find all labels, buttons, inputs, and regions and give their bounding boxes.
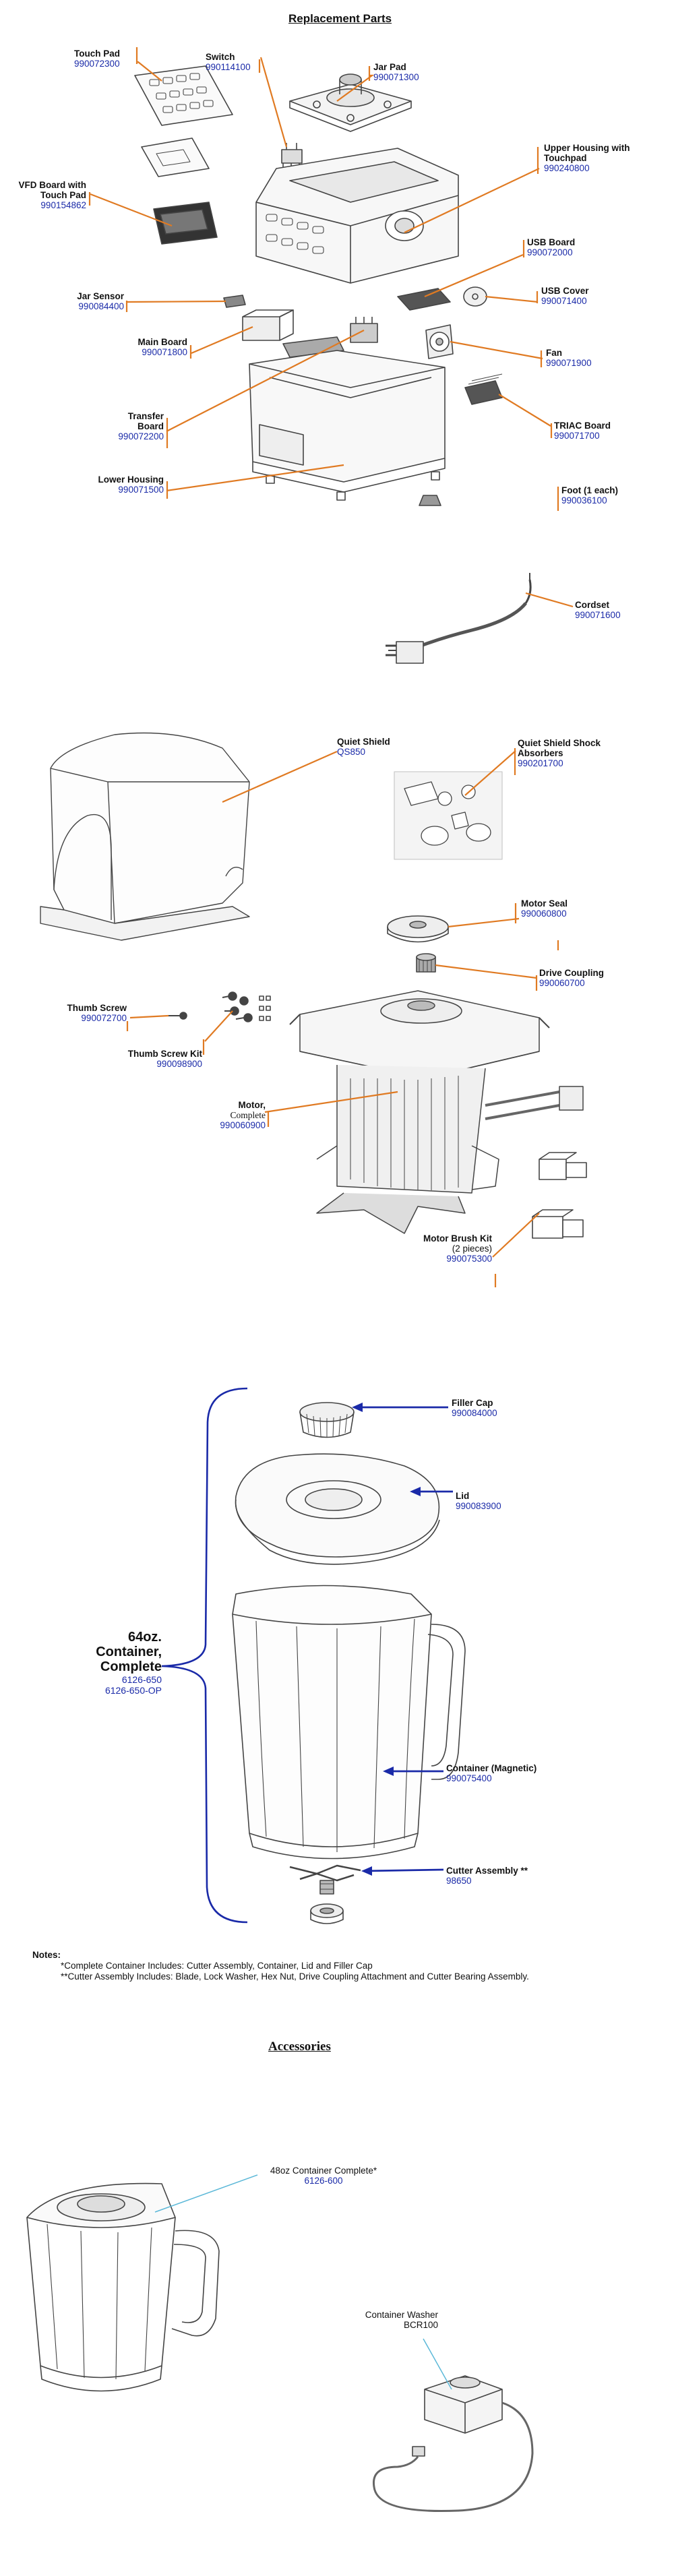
lid-drawing bbox=[235, 1453, 440, 1565]
touch-pad-drawing bbox=[134, 65, 233, 177]
transfer-board-drawing bbox=[350, 317, 378, 343]
notes: Notes: *Complete Container Includes: Cut… bbox=[32, 1950, 639, 1982]
vfd-board-drawing bbox=[153, 202, 218, 245]
cutter-assembly-drawing bbox=[289, 1864, 361, 1924]
accessories-title: Accessories bbox=[268, 2040, 331, 2054]
motor-seal-drawing bbox=[387, 915, 449, 943]
quiet-shield-drawing bbox=[40, 732, 250, 941]
usb-board-drawing bbox=[397, 288, 451, 311]
thumb-screw-kit-drawing bbox=[222, 991, 271, 1022]
label-container-48oz: 48oz Container Complete*6126-600 bbox=[270, 2166, 377, 2186]
label-foot: Foot (1 each)990036100 bbox=[561, 485, 619, 505]
upper-housing-drawing bbox=[255, 148, 459, 284]
arrow-heads bbox=[352, 1403, 421, 1876]
motor-drawing bbox=[289, 990, 584, 1234]
triac-board-drawing bbox=[464, 373, 503, 405]
accessory-leaders bbox=[154, 2174, 452, 2390]
page-title: Replacement Parts bbox=[288, 12, 392, 25]
foot-drawing bbox=[419, 495, 441, 506]
notes-heading: Notes: bbox=[32, 1950, 61, 1960]
lower-housing-drawing bbox=[249, 350, 446, 501]
cordset-drawing bbox=[386, 573, 532, 664]
jar-sensor-drawing bbox=[223, 295, 246, 308]
usb-cover-drawing bbox=[463, 286, 487, 307]
filler-cap-drawing bbox=[299, 1402, 355, 1438]
main-board-drawing bbox=[242, 309, 344, 358]
label-motor-brush-kit: Motor Brush Kit(2 pieces)990075300 bbox=[423, 1233, 492, 1264]
thumb-screw-drawing bbox=[168, 1012, 187, 1020]
label-64oz-container: 64oz. Container, Complete 6126-650 6126-… bbox=[96, 1630, 162, 1696]
motor-brush-kit-drawing bbox=[532, 1152, 587, 1239]
container-washer-drawing bbox=[372, 2375, 534, 2513]
container-drawing bbox=[232, 1585, 466, 1860]
label-container-magnetic: Container (Magnetic)990075400 bbox=[446, 1763, 537, 1783]
note-complete-container: *Complete Container Includes: Cutter Ass… bbox=[61, 1961, 373, 1971]
jar-pad-drawing bbox=[289, 73, 412, 132]
blue-leaders bbox=[161, 1387, 453, 1924]
label-cutter-assembly: Cutter Assembly **98650 bbox=[446, 1866, 528, 1886]
note-cutter-assembly: **Cutter Assembly Includes: Blade, Lock … bbox=[61, 1971, 529, 1982]
drive-coupling-drawing bbox=[416, 953, 436, 973]
shock-absorbers-drawing bbox=[394, 771, 503, 860]
leader-lines bbox=[88, 47, 574, 1287]
container-48oz-drawing bbox=[26, 2182, 220, 2392]
fan-drawing bbox=[425, 324, 454, 359]
